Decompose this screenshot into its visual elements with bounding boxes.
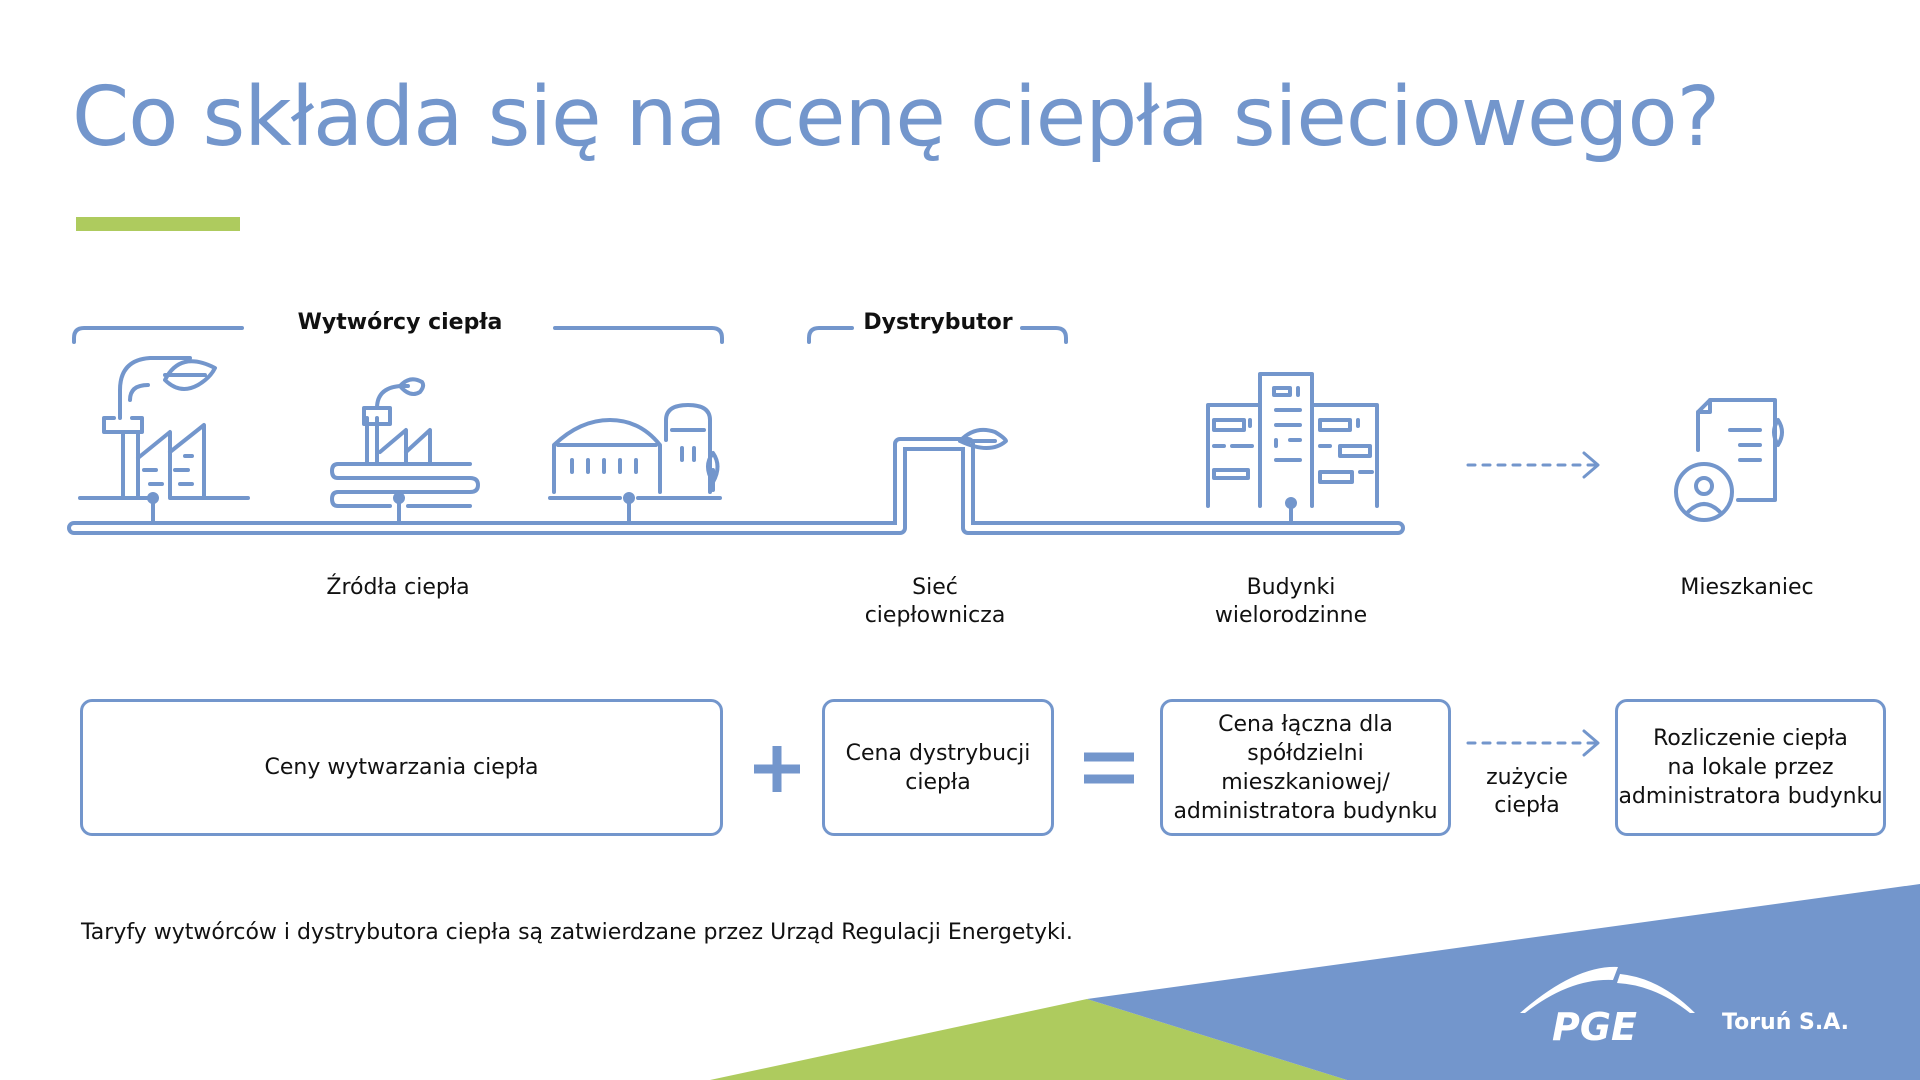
group-label-distributor: Dystrybutor [857, 310, 1019, 335]
resident-document-icon [1674, 398, 1784, 522]
box-production-price: Ceny wytwarzania ciepła [80, 699, 723, 836]
biogas-plant-icon [548, 403, 722, 524]
plus-icon [754, 746, 800, 792]
chp-plant-icon [330, 377, 480, 524]
footer-note: Taryfy wytwórców i dystrybutora ciepła s… [81, 920, 1073, 945]
svg-text:PGE: PGE [1552, 1005, 1637, 1049]
accent-bar [76, 217, 240, 231]
label-heat-sources: Źródła ciepła [326, 575, 470, 600]
producers-bracket [72, 326, 724, 344]
group-label-producers: Wytwórcy ciepła [291, 310, 509, 335]
apartment-buildings-icon [1206, 372, 1379, 524]
label-resident: Mieszkaniec [1680, 575, 1814, 600]
green-wedge [710, 999, 1347, 1080]
equals-icon [1084, 752, 1134, 784]
network-leaf-icon [958, 427, 1008, 450]
factory-icon [78, 356, 250, 524]
distributor-bracket [807, 326, 1068, 344]
pge-logo: PGE [1520, 966, 1695, 1049]
page-title: Co składa się na cenę ciepła sieciowego? [72, 70, 1720, 165]
heat-pipe [67, 437, 1405, 535]
blue-wedge [1087, 884, 1920, 1080]
company-name: Toruń S.A. [1722, 1010, 1850, 1035]
